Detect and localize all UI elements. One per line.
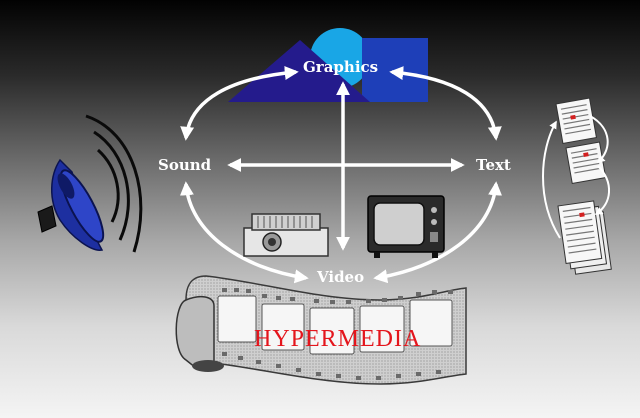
film-strip-icon: [175, 275, 467, 385]
speaker-icon: [37, 114, 143, 253]
television-icon: [367, 195, 445, 258]
arrow-graphics-sound: [180, 66, 299, 141]
hypermedia-title: HYPERMEDIA: [254, 326, 422, 352]
projector-icon: [243, 213, 329, 257]
documents-icon: [542, 97, 612, 275]
node-label-video: Video: [317, 268, 365, 286]
arrow-sound-video: [179, 181, 309, 284]
node-label-sound: Sound: [158, 156, 212, 174]
node-label-graphics: Graphics: [303, 58, 379, 76]
arrow-graphics-text: [389, 66, 502, 141]
connector-arrows: [179, 66, 503, 284]
arrow-text-video: [373, 181, 503, 284]
node-label-text: Text: [476, 156, 511, 174]
